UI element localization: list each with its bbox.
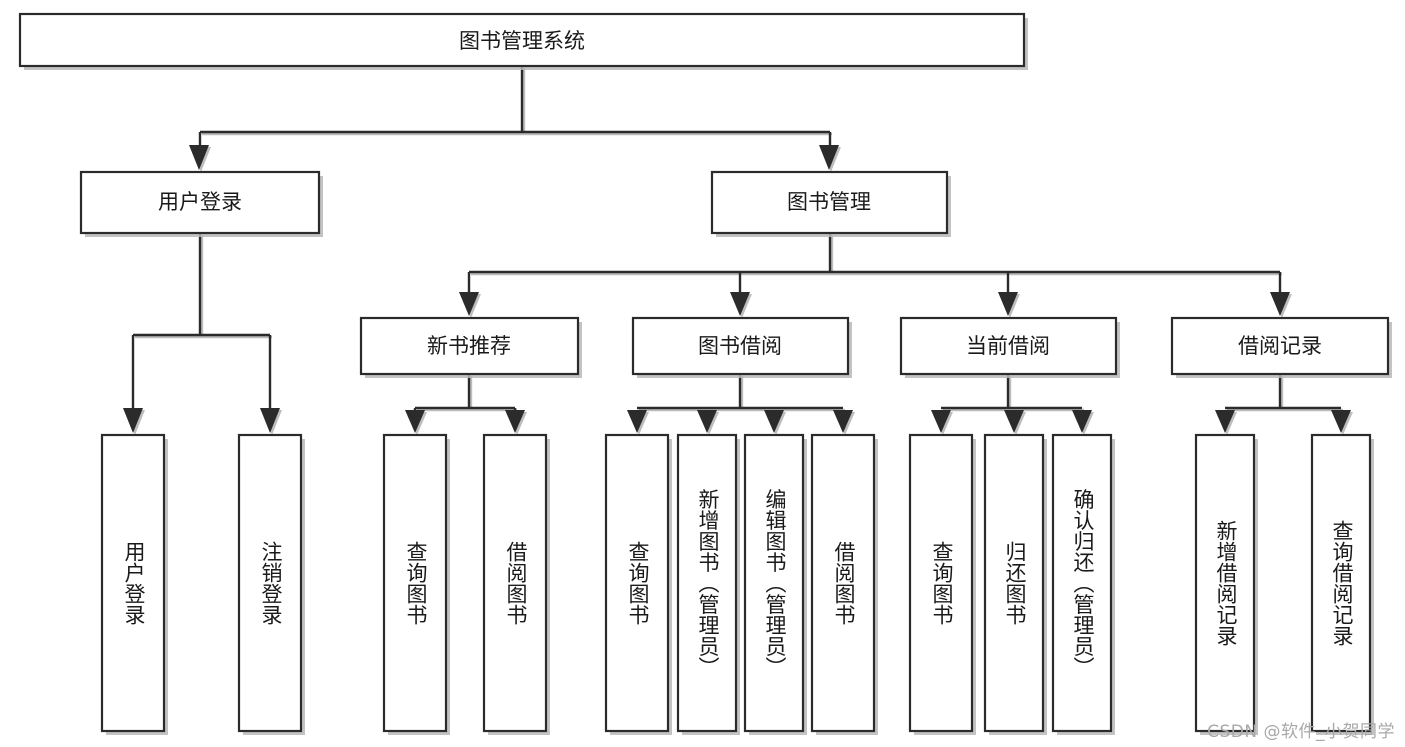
node-leaf-logout-label: 注销登录 — [259, 541, 283, 625]
node-book-management[interactable]: 图书管理 — [710, 170, 951, 237]
node-leaf-edit-book-admin-label: 编辑图书（管理员） — [763, 489, 787, 678]
connector-new-book-group — [405, 374, 527, 435]
node-leaf-query-book-1[interactable]: 查询图书 — [382, 433, 450, 735]
node-leaf-add-borrow-record[interactable]: 新增借阅记录 — [1194, 433, 1258, 735]
connector-book-manage-group — [459, 233, 1292, 318]
node-leaf-add-book-admin[interactable]: 新增图书（管理员） — [676, 433, 740, 735]
node-leaf-query-book-1-label: 查询图书 — [404, 541, 428, 625]
node-user-login-label: 用户登录 — [158, 190, 242, 214]
node-leaf-user-login[interactable]: 用户登录 — [100, 433, 168, 735]
node-current-borrow[interactable]: 当前借阅 — [899, 316, 1120, 378]
node-root[interactable]: 图书管理系统 — [18, 12, 1028, 70]
node-new-book-recommend-label: 新书推荐 — [427, 334, 511, 358]
node-user-login[interactable]: 用户登录 — [79, 170, 323, 237]
connector-user-login-group — [123, 233, 282, 435]
node-leaf-edit-book-admin[interactable]: 编辑图书（管理员） — [743, 433, 807, 735]
connector-borrow-record-group — [1215, 374, 1353, 435]
node-leaf-borrow-book-1-label: 借阅图书 — [504, 541, 528, 625]
node-leaf-return-book[interactable]: 归还图书 — [983, 433, 1047, 735]
node-leaf-logout[interactable]: 注销登录 — [237, 433, 305, 735]
node-leaf-borrow-book-2[interactable]: 借阅图书 — [810, 433, 878, 735]
node-book-borrow[interactable]: 图书借阅 — [631, 316, 852, 378]
node-current-borrow-label: 当前借阅 — [966, 334, 1050, 358]
node-leaf-confirm-return-admin[interactable]: 确认归还（管理员） — [1051, 433, 1115, 735]
node-leaf-return-book-label: 归还图书 — [1003, 541, 1027, 625]
connector-current-borrow-group — [931, 374, 1094, 435]
node-leaf-query-book-2-label: 查询图书 — [626, 541, 650, 625]
node-book-borrow-label: 图书借阅 — [698, 334, 782, 358]
node-borrow-record-label: 借阅记录 — [1238, 334, 1322, 358]
node-leaf-query-book-3-label: 查询图书 — [930, 541, 954, 625]
connector-book-borrow-group — [627, 374, 855, 435]
node-leaf-confirm-return-admin-label: 确认归还（管理员） — [1071, 489, 1095, 678]
node-leaf-query-borrow-record-label: 查询借阅记录 — [1330, 520, 1354, 646]
node-leaf-add-book-admin-label: 新增图书（管理员） — [696, 489, 720, 678]
connector-layer — [123, 66, 1353, 435]
node-root-label: 图书管理系统 — [459, 29, 585, 53]
node-leaf-user-login-label: 用户登录 — [122, 541, 146, 625]
node-borrow-record[interactable]: 借阅记录 — [1170, 316, 1392, 378]
connector-bus-level2 — [189, 130, 841, 172]
node-leaf-borrow-book-1[interactable]: 借阅图书 — [482, 433, 550, 735]
node-leaf-query-book-3[interactable]: 查询图书 — [908, 433, 976, 735]
node-leaf-query-borrow-record[interactable]: 查询借阅记录 — [1310, 433, 1374, 735]
node-book-management-label: 图书管理 — [787, 190, 871, 214]
node-leaf-add-borrow-record-label: 新增借阅记录 — [1214, 520, 1238, 646]
node-leaf-query-book-2[interactable]: 查询图书 — [604, 433, 672, 735]
connector-root-to-bus — [520, 66, 526, 134]
node-leaf-borrow-book-2-label: 借阅图书 — [832, 541, 856, 625]
watermark: CSDN @软件_小贺同学 — [1207, 722, 1395, 742]
node-new-book-recommend[interactable]: 新书推荐 — [359, 316, 582, 378]
